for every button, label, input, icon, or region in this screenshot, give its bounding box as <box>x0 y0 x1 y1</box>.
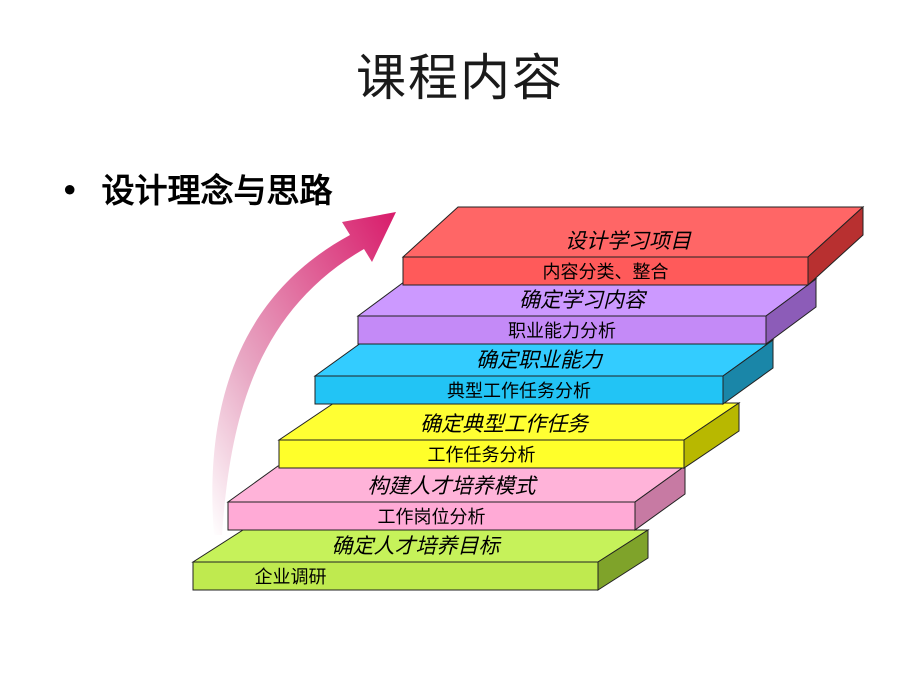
step-front-face <box>314 375 724 405</box>
step-top-label: 确定人才培养目标 <box>332 534 502 558</box>
step-front-label: 典型工作任务分析 <box>447 381 591 402</box>
step-top-label: 确定典型工作任务 <box>420 412 590 436</box>
step-top-label: 构建人才培养模式 <box>368 474 539 498</box>
slide-title: 课程内容 <box>356 49 564 107</box>
step-front-label: 企业调研 <box>255 567 327 588</box>
step-top-label: 确定职业能力 <box>476 348 604 372</box>
step-front-face <box>357 315 767 345</box>
step-front-face <box>192 561 599 591</box>
bullet-item: • 设计理念与思路 <box>60 164 332 212</box>
bullet-dot-icon: • <box>60 171 80 210</box>
step-front-face <box>227 501 636 531</box>
step-front-face <box>402 256 809 286</box>
step-front-label: 工作任务分析 <box>428 445 536 466</box>
step-front-label: 内容分类、整合 <box>543 262 669 283</box>
step-top-label: 确定学习内容 <box>519 288 648 312</box>
curved-arrow-icon <box>212 212 396 535</box>
step-top-label: 设计学习项目 <box>565 229 692 253</box>
steps-group: 确定人才培养目标企业调研构建人才培养模式工作岗位分析确定典型工作任务工作任务分析… <box>191 205 865 591</box>
step-front-label: 职业能力分析 <box>508 321 616 342</box>
step-front-label: 工作岗位分析 <box>378 507 486 528</box>
step-front-face <box>278 439 685 469</box>
bullet-text: 设计理念与思路 <box>101 171 333 210</box>
